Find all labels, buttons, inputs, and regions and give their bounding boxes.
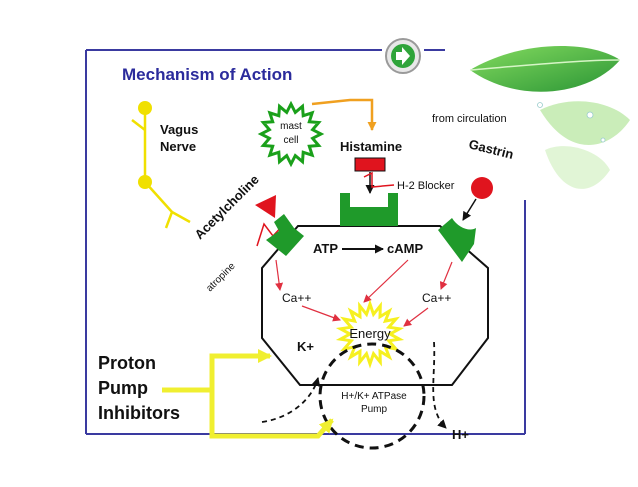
diagram-title: Mechanism of Action bbox=[122, 65, 292, 84]
ppi-label-line2: Pump bbox=[98, 378, 148, 398]
ca-right-label: Ca++ bbox=[422, 291, 451, 305]
energy-label: Energy bbox=[349, 326, 391, 341]
acetylcholine-label: Acetylcholine bbox=[192, 172, 262, 242]
histamine-receptor bbox=[340, 193, 398, 226]
acetylcholine-molecule bbox=[255, 195, 276, 218]
ca-left-label: Ca++ bbox=[282, 291, 311, 305]
next-button[interactable] bbox=[385, 38, 421, 74]
atp-label: ATP bbox=[313, 241, 338, 256]
nerve-label: Nerve bbox=[160, 139, 196, 154]
histamine-label: Histamine bbox=[340, 139, 402, 154]
h2-blocker-label: H-2 Blocker bbox=[397, 180, 455, 192]
pump-label-line2: Pump bbox=[361, 404, 388, 415]
mast-cell-icon bbox=[257, 100, 325, 168]
histamine-molecule bbox=[354, 157, 386, 172]
gastrin-receptor bbox=[438, 218, 476, 262]
k-ion-inflow-arrow bbox=[261, 377, 321, 423]
arrow-right-icon bbox=[396, 47, 410, 65]
signaling-arrows bbox=[275, 259, 453, 327]
k-plus-label: K+ bbox=[297, 339, 314, 354]
green-leaf-icon bbox=[469, 46, 630, 189]
ppi-label-line3: Inhibitors bbox=[98, 403, 180, 423]
h-plus-label: H+ bbox=[452, 427, 469, 442]
histamine-release-arrow bbox=[311, 98, 377, 131]
vagus-label: Vagus bbox=[160, 122, 198, 137]
proton-pump bbox=[318, 342, 426, 450]
energy-starburst bbox=[335, 299, 405, 369]
h-ion-outflow-arrow bbox=[432, 341, 447, 429]
h2-blocker-icon bbox=[363, 171, 395, 188]
atropine-label: atropine bbox=[204, 260, 238, 294]
gastrin-molecule bbox=[471, 177, 493, 199]
vagus-nerve-icon bbox=[131, 101, 191, 229]
ppi-arrows bbox=[162, 349, 334, 439]
acetylcholine-receptor bbox=[266, 214, 304, 256]
pump-label-line1: H+/K+ ATPase bbox=[341, 391, 407, 402]
mast-label: mast bbox=[280, 121, 302, 132]
camp-label: cAMP bbox=[387, 241, 423, 256]
gastrin-label: Gastrin bbox=[467, 136, 515, 162]
cell-label: cell bbox=[283, 135, 298, 146]
ppi-label-line1: Proton bbox=[98, 353, 156, 373]
gastrin-binding-arrow bbox=[462, 198, 477, 221]
from-circulation-label: from circulation bbox=[432, 113, 507, 125]
